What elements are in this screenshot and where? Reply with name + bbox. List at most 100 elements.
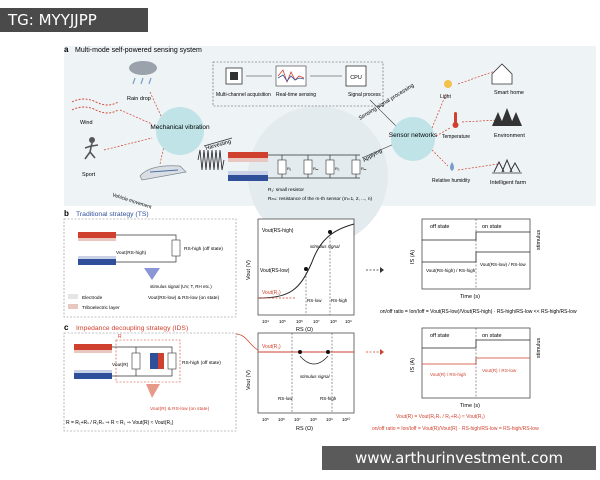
panel-a-circuit — [228, 152, 361, 181]
ts-graph-rlow: RS-low — [307, 298, 322, 303]
ids-high-point — [326, 350, 330, 354]
source-rain: Rain drop — [127, 96, 151, 102]
ts-graph-vr1: Vout(R₁) — [262, 290, 281, 296]
ts-vout-high: Vout(RS-high) — [116, 250, 147, 256]
legend-electrode-swatch — [68, 294, 78, 299]
ids-tick: 10⁷ — [294, 417, 301, 422]
ts-arrowhead — [380, 267, 384, 273]
chip-icon — [225, 67, 243, 85]
r1-note: R₁: small resistor — [268, 187, 304, 193]
ts-on-state: on state — [482, 224, 502, 230]
ids-stim-yaxis: IS (A) — [410, 358, 416, 372]
input-temperature: Temperature — [442, 134, 470, 140]
thermometer-icon — [452, 112, 459, 128]
ids-tick: 10⁵ — [262, 417, 269, 422]
mech-label: Mechanical vibration — [150, 124, 210, 131]
ids-graph-ticks: 10⁵ 10⁶ 10⁷ 10⁸ 10⁹ 10¹⁰ — [262, 417, 351, 422]
chain-step-3: Signal process — [348, 92, 381, 98]
ids-stimulus-icon — [146, 384, 160, 398]
panel-b-letter: b — [64, 209, 69, 218]
ids-arrowhead — [380, 349, 384, 355]
ids-formula-on: Vout(R) / RS-low — [482, 368, 517, 373]
ids-off-state: off state — [430, 333, 449, 339]
panel-a-glow — [248, 106, 388, 246]
ids-graph-stim: stimulus signal — [300, 374, 331, 379]
ids-stim-ylabel: stimulus — [536, 338, 542, 358]
legend-tribo-swatch — [68, 304, 78, 309]
ts-graph-vhigh: Vout(RS-high) — [262, 228, 294, 234]
light-icon — [444, 80, 452, 88]
house-icon — [491, 63, 513, 85]
output-arrows — [431, 69, 499, 171]
panel-a-title: Multi-mode self-powered sensing system — [75, 47, 202, 54]
applying-arrow — [361, 143, 395, 159]
ts-current-step — [422, 251, 530, 263]
ts-formula-on: Vout(RS-low) / RS-low — [480, 262, 526, 267]
train-icon — [139, 165, 187, 181]
ts-graph-ticks: 10⁴ 10⁵ 10⁶ 10⁷ 10⁸ 10⁹ — [262, 319, 352, 324]
ids-device — [74, 339, 181, 383]
ts-graph-ylabel: Vout (V) — [246, 260, 252, 280]
ts-stimulus-step — [422, 231, 530, 241]
ids-stim-arrow — [299, 355, 329, 365]
ids-graph-xlabel: RS (Ω) — [296, 426, 313, 432]
panel-b-title: Traditional strategy (TS) — [76, 211, 149, 218]
ids-graph-rlow: RS-low — [278, 396, 293, 401]
wind-icon — [71, 98, 119, 114]
output-smart-home: Smart home — [494, 90, 524, 96]
ids-graph-vr1: Vout(R₁) — [262, 344, 281, 350]
ids-tick: 10⁶ — [278, 417, 285, 422]
ids-low-point — [298, 350, 302, 354]
chain-step-1: Multi-channel acquisition — [216, 92, 271, 98]
ids-tick: 10¹⁰ — [342, 417, 351, 422]
sensor-networks-node — [391, 117, 435, 161]
rm-note: Rₘₛ: resistance of the m-th sensor (m=1,… — [268, 196, 372, 202]
chain-step-2: Real-time sensing — [276, 92, 316, 98]
ts-stim-xlabel: Time (s) — [460, 294, 480, 300]
ids-connector — [235, 333, 259, 351]
ts-stim-yaxis: IS (A) — [410, 250, 416, 264]
droplet-icon — [450, 162, 454, 171]
panel-b: b Traditional strategy (TS) Vout(RS-high… — [63, 209, 577, 333]
ts-graph-stim: stimulus signal — [310, 244, 341, 249]
cpu-label: CPU — [350, 75, 362, 81]
cpu-icon: CPU — [345, 65, 367, 87]
legend-tribo: Triboelectric layer — [82, 305, 120, 311]
ts-device — [78, 232, 181, 265]
input-humidity: Relative humidity — [432, 178, 471, 184]
panel-a-letter: a — [64, 45, 69, 54]
source-arrows — [103, 91, 165, 165]
res-label-4: Rₘ — [361, 166, 367, 171]
ids-eq1: R = R₁+Rₛ / R₁Rₛ ⇒ R ≈ R₁ ⇒ Vout(R) ≈ Vo… — [66, 420, 174, 426]
panel-c-letter: c — [64, 323, 69, 332]
watermark-site: www.arthurinvestment.com — [322, 446, 596, 470]
output-environment: Environment — [494, 133, 525, 139]
ts-stimulus: stimulus signal (UV, T, RH etc.) — [150, 284, 212, 289]
panel-a: a Multi-mode self-powered sensing system… — [64, 45, 596, 246]
ts-tick: 10⁵ — [279, 319, 286, 324]
ts-graph-rhigh: RS-high — [331, 298, 348, 303]
ids-formula-off: Vout(R) / RS-high — [430, 372, 466, 377]
processing-chain-box — [212, 61, 384, 107]
vibration-signal — [197, 149, 225, 171]
source-wind: Wind — [80, 120, 93, 126]
ts-tick: 10⁹ — [345, 319, 352, 324]
ts-stim-ylabel: stimulus — [536, 230, 542, 250]
ts-graph-vlow: Vout(RS-low) — [260, 268, 290, 274]
ids-tick: 10⁸ — [310, 417, 317, 422]
ids-on-state: on state — [482, 333, 502, 339]
input-light: Light — [440, 94, 451, 100]
legend-electrode: Electrode — [82, 295, 103, 301]
ids-graph-rhigh: RS-high — [320, 396, 337, 401]
trees-icon — [492, 108, 522, 126]
res-label-3: R₂ — [335, 166, 340, 171]
ts-graph-xlabel: RS (Ω) — [296, 327, 313, 333]
ts-tick: 10⁴ — [262, 319, 269, 324]
ts-tick: 10⁸ — [330, 319, 337, 324]
res-label-1: R₁ — [287, 166, 292, 171]
ts-legend-right: Vout(RS-low) & RS-low (on state) — [148, 295, 220, 301]
panel-c-title: Impedance decoupling strategy (IDS) — [76, 325, 188, 332]
waveform-icon — [275, 65, 307, 87]
res-label-2: Rₘ — [313, 166, 319, 171]
